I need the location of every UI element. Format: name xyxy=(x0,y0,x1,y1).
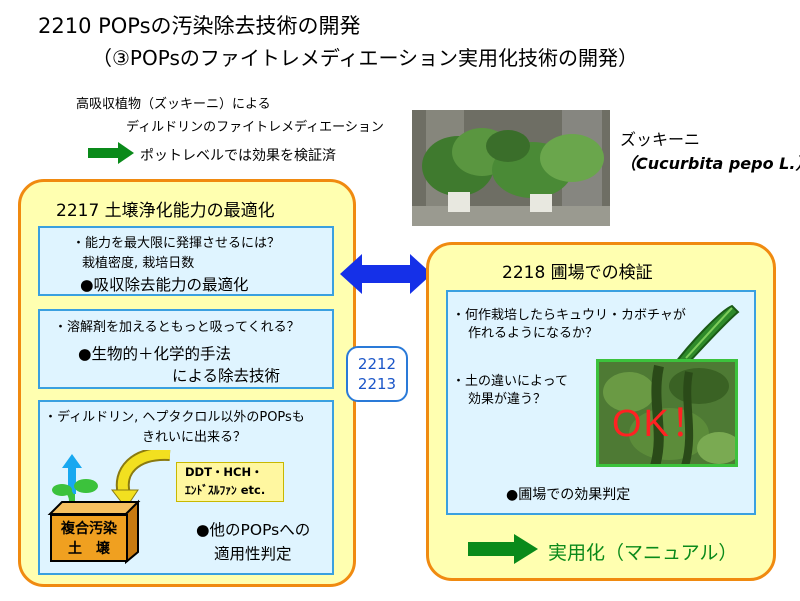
box1-question: ・能力を最大限に発揮させるには？ xyxy=(72,236,281,251)
green-arrow-icon xyxy=(88,142,134,164)
box3-point2: 適用性判定 xyxy=(214,545,292,563)
box2-point1: ●生物的＋化学的手法 xyxy=(78,345,232,363)
field-question1a: ・何作栽培したらキュウリ・カボチャが xyxy=(452,308,686,323)
ok-label: OK！ xyxy=(612,403,711,445)
optimization-box xyxy=(38,226,334,296)
related-topics-callout: 2212 2213 xyxy=(346,346,408,402)
cucumber-field-photo xyxy=(596,359,738,467)
other-pops-label: DDT・HCH・ ｴﾝﾄﾞｽﾙﾌｧﾝ etc. xyxy=(176,462,284,502)
box2-point2: による除去技術 xyxy=(172,367,281,385)
box2-question: ・溶解剤を加えるともっと吸ってくれる？ xyxy=(54,320,300,335)
box3-point1: ●他のPOPsへの xyxy=(196,521,311,539)
double-arrow-icon xyxy=(340,254,432,294)
plant-soil-illustration xyxy=(47,450,171,565)
field-question1b: 作れるようになるか？ xyxy=(468,326,599,341)
field-question2a: ・土の違いによって xyxy=(452,374,568,389)
ddt-line1: DDT・HCH・ xyxy=(185,465,263,479)
field-panel-title: 2218 圃場での検証 xyxy=(502,263,653,283)
zucchini-latin: （Cucurbita pepo L.） xyxy=(620,154,800,173)
optimization-panel-title: 2217 土壌浄化能力の最適化 xyxy=(56,201,275,221)
zucchini-label: ズッキーニ （Cucurbita pepo L.） xyxy=(620,128,800,176)
field-point: ●圃場での効果判定 xyxy=(506,487,631,503)
contaminated-soil-block: 複合汚染 土 壌 xyxy=(50,514,128,562)
practical-manual-label: 実用化（マニュアル） xyxy=(548,542,738,564)
box1-point: ●吸収除去能力の最適化 xyxy=(80,276,249,294)
field-question2b: 効果が違う？ xyxy=(468,392,547,407)
verified-text: ポットレベルでは効果を検証済 xyxy=(140,148,336,164)
page-title: 2210 POPsの汚染除去技術の開発 xyxy=(38,14,361,38)
box3-question1: ・ディルドリン, ヘプタクロル以外のPOPsも xyxy=(44,410,305,425)
practical-arrow-icon xyxy=(468,534,538,564)
soil-line1: 複合汚染 xyxy=(61,521,117,537)
intro-line1: 高吸収植物（ズッキーニ）による xyxy=(76,97,271,112)
box1-sub: 栽植密度, 栽培日数 xyxy=(82,256,195,271)
zucchini-name: ズッキーニ xyxy=(620,130,701,149)
soil-line2: 土 壌 xyxy=(68,541,110,557)
zucchini-photo xyxy=(412,110,610,226)
callout-line1: 2212 xyxy=(357,355,397,373)
ddt-line2: ｴﾝﾄﾞｽﾙﾌｧﾝ etc. xyxy=(185,483,266,497)
solubilizer-box xyxy=(38,309,334,389)
page-subtitle: （③POPsのファイトレメディエーション実用化技術の開発） xyxy=(92,46,639,70)
callout-line2: 2213 xyxy=(357,375,397,393)
intro-line2: ディルドリンのファイトレメディエーション xyxy=(126,120,384,135)
box3-question2: きれいに出来る？ xyxy=(142,430,247,445)
